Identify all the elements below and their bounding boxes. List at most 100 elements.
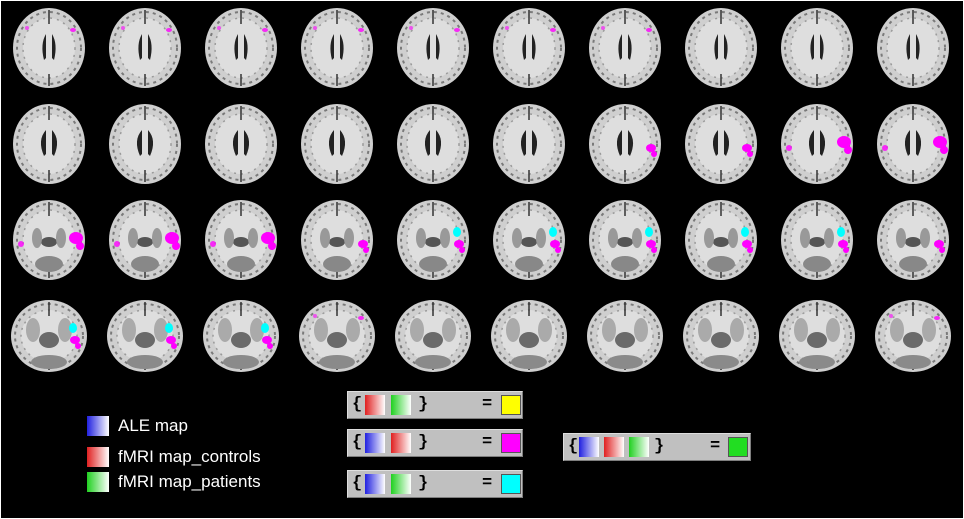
magenta-result-swatch bbox=[501, 433, 521, 453]
brain-slice bbox=[299, 300, 375, 372]
right-ventricle bbox=[724, 130, 730, 156]
left-ventricle bbox=[906, 34, 910, 60]
cyan-overlay bbox=[261, 323, 269, 333]
green-gradient-swatch bbox=[391, 395, 411, 415]
magenta-overlay bbox=[505, 26, 509, 30]
magenta-overlay bbox=[76, 242, 84, 250]
magenta-overlay bbox=[267, 343, 273, 349]
cortex-sulci bbox=[304, 11, 370, 85]
cerebellum bbox=[127, 355, 163, 369]
white-matter bbox=[22, 17, 76, 79]
right-temporal-lobe bbox=[346, 318, 360, 342]
right-ventricle bbox=[628, 130, 634, 156]
cerebellum bbox=[799, 355, 835, 369]
brainstem bbox=[135, 332, 155, 348]
cortex-sulci bbox=[400, 203, 466, 277]
legend-item-ale: ALE map bbox=[87, 415, 188, 437]
thalamus bbox=[713, 237, 729, 247]
right-ventricle bbox=[340, 130, 346, 156]
brain-slice bbox=[203, 300, 279, 372]
magenta-overlay bbox=[454, 28, 460, 32]
left-putamen bbox=[800, 228, 810, 248]
right-ventricle bbox=[436, 130, 442, 156]
cortex-sulci bbox=[496, 203, 562, 277]
occipital-region bbox=[35, 256, 63, 272]
white-matter bbox=[598, 17, 652, 79]
left-putamen bbox=[608, 228, 618, 248]
brain-slice bbox=[493, 8, 565, 88]
cerebellum bbox=[319, 355, 355, 369]
right-ventricle bbox=[148, 130, 154, 156]
brain-slice bbox=[589, 8, 661, 88]
magenta-overlay bbox=[114, 241, 120, 247]
cyan-overlay bbox=[549, 227, 557, 237]
brain-slice bbox=[13, 8, 85, 88]
magenta-overlay bbox=[934, 240, 944, 248]
occipital-region bbox=[803, 256, 831, 272]
left-ventricle bbox=[522, 34, 526, 60]
blue-gradient-swatch bbox=[365, 474, 385, 494]
brainstem bbox=[231, 332, 251, 348]
green-gradient-swatch bbox=[391, 474, 411, 494]
cerebellum bbox=[895, 355, 931, 369]
occipital-region bbox=[515, 256, 543, 272]
white-matter bbox=[118, 113, 172, 175]
cortex-sulci bbox=[688, 203, 754, 277]
left-temporal-lobe bbox=[218, 318, 232, 342]
cortex-sulci bbox=[880, 203, 946, 277]
right-ventricle bbox=[52, 130, 58, 156]
legend-item-controls: fMRI map_controls bbox=[87, 446, 261, 468]
magenta-overlay bbox=[363, 247, 369, 253]
occipital-region bbox=[611, 256, 639, 272]
magenta-overlay bbox=[934, 316, 940, 320]
magenta-overlay bbox=[70, 28, 76, 32]
right-ventricle bbox=[244, 130, 250, 156]
white-matter bbox=[310, 17, 364, 79]
right-ventricle bbox=[916, 34, 920, 60]
left-ventricle bbox=[234, 34, 238, 60]
magenta-overlay bbox=[166, 336, 176, 344]
right-temporal-lobe bbox=[58, 318, 72, 342]
cortex-sulci bbox=[304, 203, 370, 277]
brain-slice bbox=[493, 104, 565, 184]
left-putamen bbox=[224, 228, 234, 248]
right-temporal-lobe bbox=[634, 318, 648, 342]
white-matter bbox=[118, 17, 172, 79]
right-ventricle bbox=[628, 34, 632, 60]
white-matter bbox=[406, 113, 460, 175]
brain-slice bbox=[397, 200, 469, 280]
left-temporal-lobe bbox=[890, 318, 904, 342]
cortex-sulci bbox=[592, 11, 658, 85]
brain-slice bbox=[107, 300, 183, 372]
brainstem bbox=[327, 332, 347, 348]
brain-slice bbox=[877, 8, 949, 88]
right-putamen bbox=[440, 228, 450, 248]
equals-sign: = bbox=[482, 395, 493, 414]
left-ventricle bbox=[810, 34, 814, 60]
brain-slice bbox=[301, 8, 373, 88]
left-ventricle bbox=[904, 130, 910, 156]
thalamus bbox=[521, 237, 537, 247]
brain-slice bbox=[589, 104, 661, 184]
cortex-sulci bbox=[496, 11, 562, 85]
open-brace: { bbox=[352, 433, 363, 452]
right-temporal-lobe bbox=[538, 318, 552, 342]
combo-blue-red-magenta: { } = bbox=[347, 429, 523, 457]
cortex-sulci bbox=[16, 11, 82, 85]
brain-slice bbox=[493, 200, 565, 280]
magenta-overlay bbox=[313, 314, 317, 318]
cerebellum bbox=[511, 355, 547, 369]
left-putamen bbox=[512, 228, 522, 248]
magenta-overlay bbox=[121, 26, 125, 30]
thalamus bbox=[137, 237, 153, 247]
brain-slice bbox=[685, 104, 757, 184]
magenta-overlay bbox=[550, 28, 556, 32]
right-putamen bbox=[632, 228, 642, 248]
cerebellum bbox=[31, 355, 67, 369]
blue-gradient-swatch bbox=[87, 416, 109, 436]
magenta-overlay bbox=[939, 247, 945, 253]
magenta-overlay bbox=[75, 343, 81, 349]
left-putamen bbox=[704, 228, 714, 248]
left-ventricle bbox=[712, 130, 718, 156]
brain-slice bbox=[589, 200, 661, 280]
